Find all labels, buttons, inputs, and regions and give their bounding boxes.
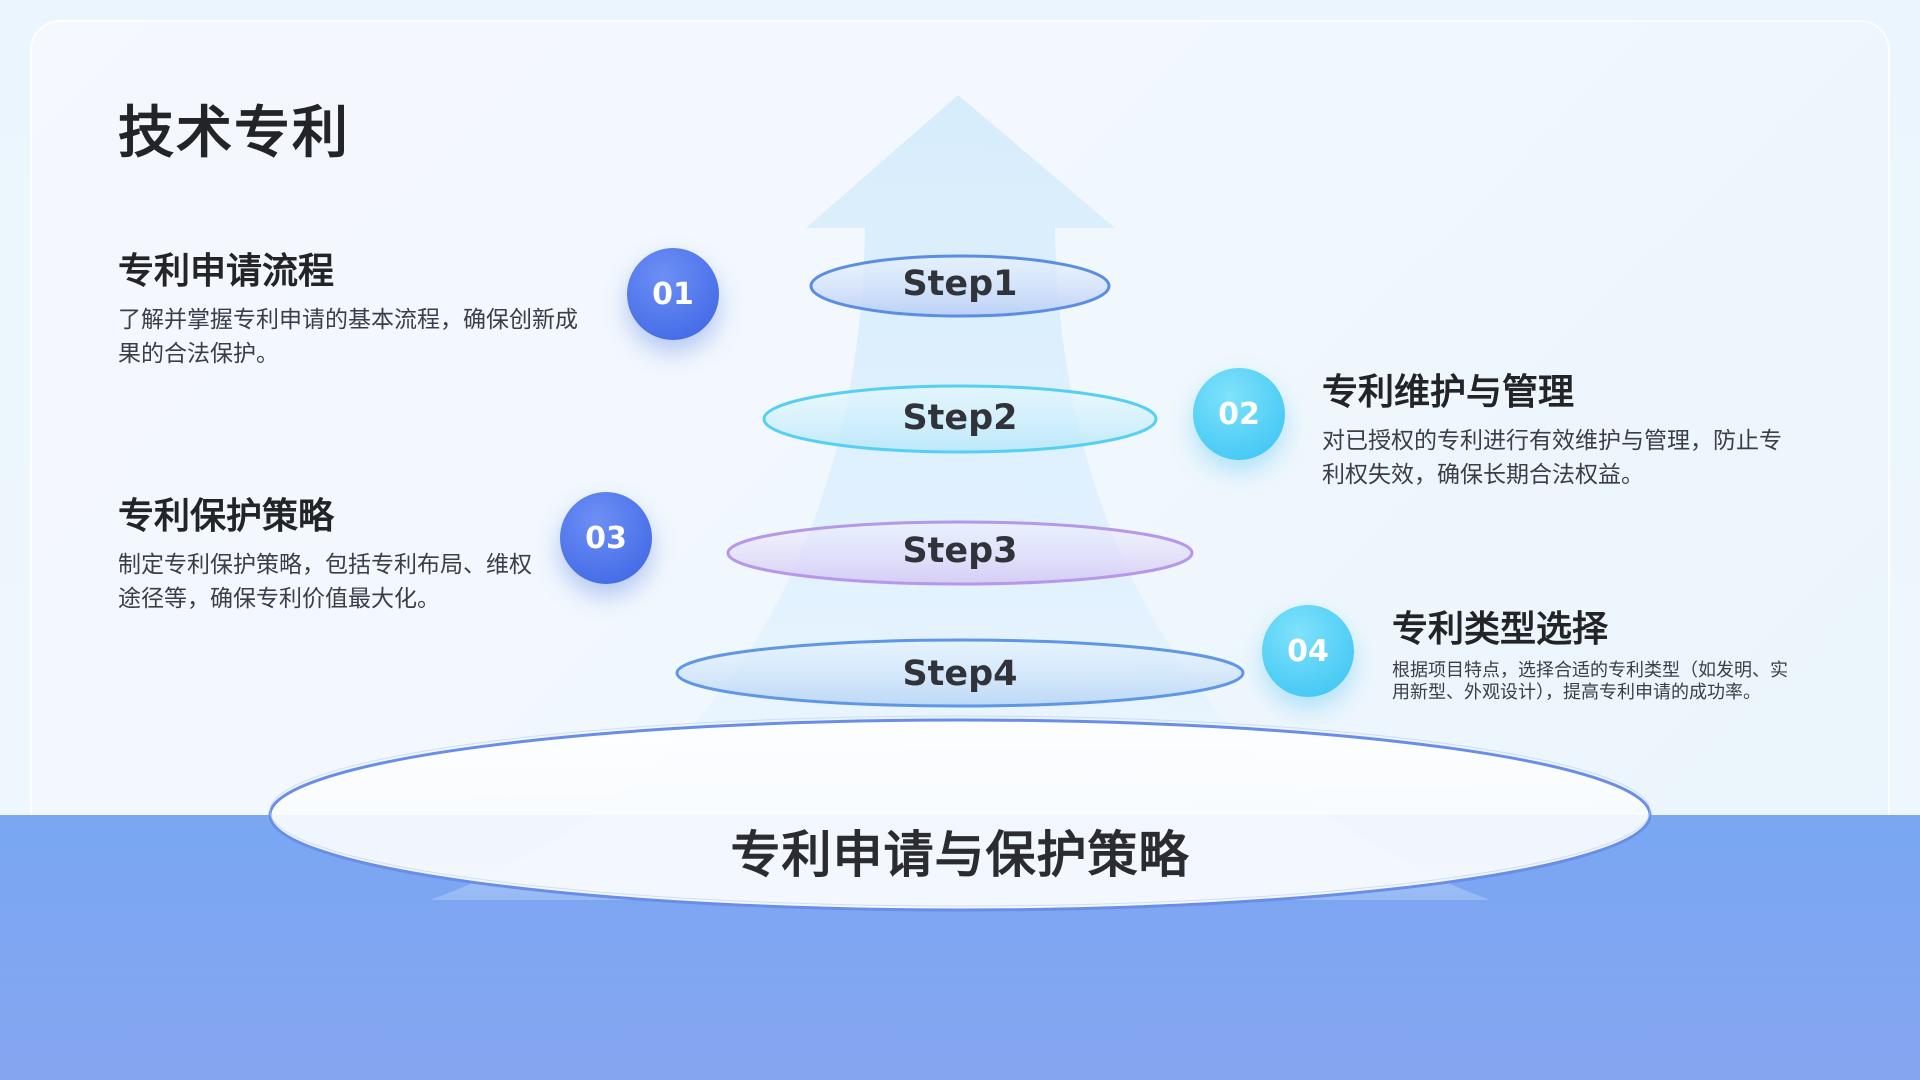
item-03-description: 制定专利保护策略，包括专利布局、维权途径等，确保专利价值最大化。	[118, 552, 532, 612]
item-04-title: 专利类型选择	[1392, 609, 1609, 650]
item-02-title: 专利维护与管理	[1322, 372, 1575, 413]
badge-03: 03	[560, 492, 652, 584]
item-02-description: 对已授权的专利进行有效维护与管理，防止专利权失效，确保长期合法权益。	[1322, 428, 1782, 488]
arrow-shape	[430, 95, 1490, 900]
item-01-title: 专利申请流程	[118, 251, 335, 292]
base-platform	[268, 718, 1652, 912]
step3-label: Step3	[902, 531, 1018, 571]
step3-disc	[726, 520, 1194, 586]
item-01-description: 了解并掌握专利申请的基本流程，确保创新成果的合法保护。	[118, 307, 578, 367]
item-03-title: 专利保护策略	[118, 496, 335, 537]
step1-label: Step1	[902, 264, 1018, 304]
item-04-description: 根据项目特点，选择合适的专利类型（如发明、实用新型、外观设计），提高专利申请的成…	[1392, 660, 1788, 703]
step1-disc	[809, 254, 1111, 318]
step4-label: Step4	[902, 654, 1018, 694]
step4-disc	[675, 638, 1245, 708]
step2-disc	[762, 384, 1158, 454]
step2-label: Step2	[902, 398, 1018, 438]
page-title: 技术专利	[118, 101, 350, 166]
badge-02: 02	[1193, 368, 1285, 460]
badge-04: 04	[1262, 605, 1354, 697]
badge-01: 01	[627, 248, 719, 340]
base-label: 专利申请与保护策略	[730, 826, 1190, 884]
